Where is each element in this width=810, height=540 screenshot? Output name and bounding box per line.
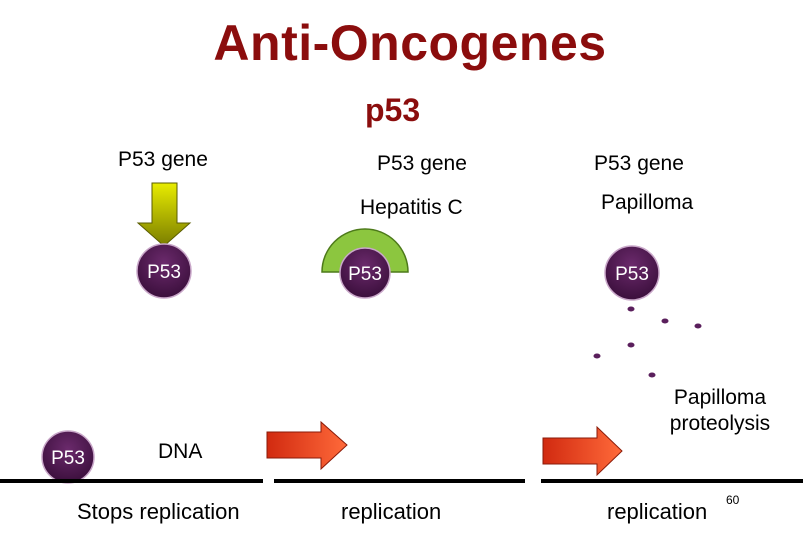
slide-subtitle: p53 [365,92,421,128]
p53-protein-1: P53 [136,243,192,299]
gene-label-1: P53 gene [118,148,208,171]
down-arrow-icon [136,182,192,247]
page-number: 60 [726,493,740,507]
p53-protein-dna: P53 [41,430,95,484]
dna-label: DNA [158,440,203,463]
p53-protein-3-label: P53 [615,264,649,285]
slide-title: Anti-Oncogenes [213,15,607,71]
p53-protein-1-label: P53 [147,262,181,283]
proteolysis-label: Papilloma proteolysis [669,386,771,435]
p53-protein-dna-label: P53 [51,448,85,469]
gene-label-2: P53 gene [377,152,467,175]
p53-protein-2: P53 [339,247,391,299]
p53-protein-2-label: P53 [348,264,382,285]
right-arrow-icon [542,425,623,477]
bottom-label-replication-2: replication [607,499,708,524]
bottom-label-replication-1: replication [341,499,442,524]
right-arrow-icon [266,420,348,471]
p53-protein-3: P53 [604,245,660,301]
hepatitis-label: Hepatitis C [360,196,463,219]
baseline-dividers [0,479,803,483]
papilloma-label: Papilloma [601,191,694,214]
gene-label-3: P53 gene [594,152,684,175]
fragment-icon [593,306,702,378]
bottom-label-stops-replication: Stops replication [77,499,240,524]
